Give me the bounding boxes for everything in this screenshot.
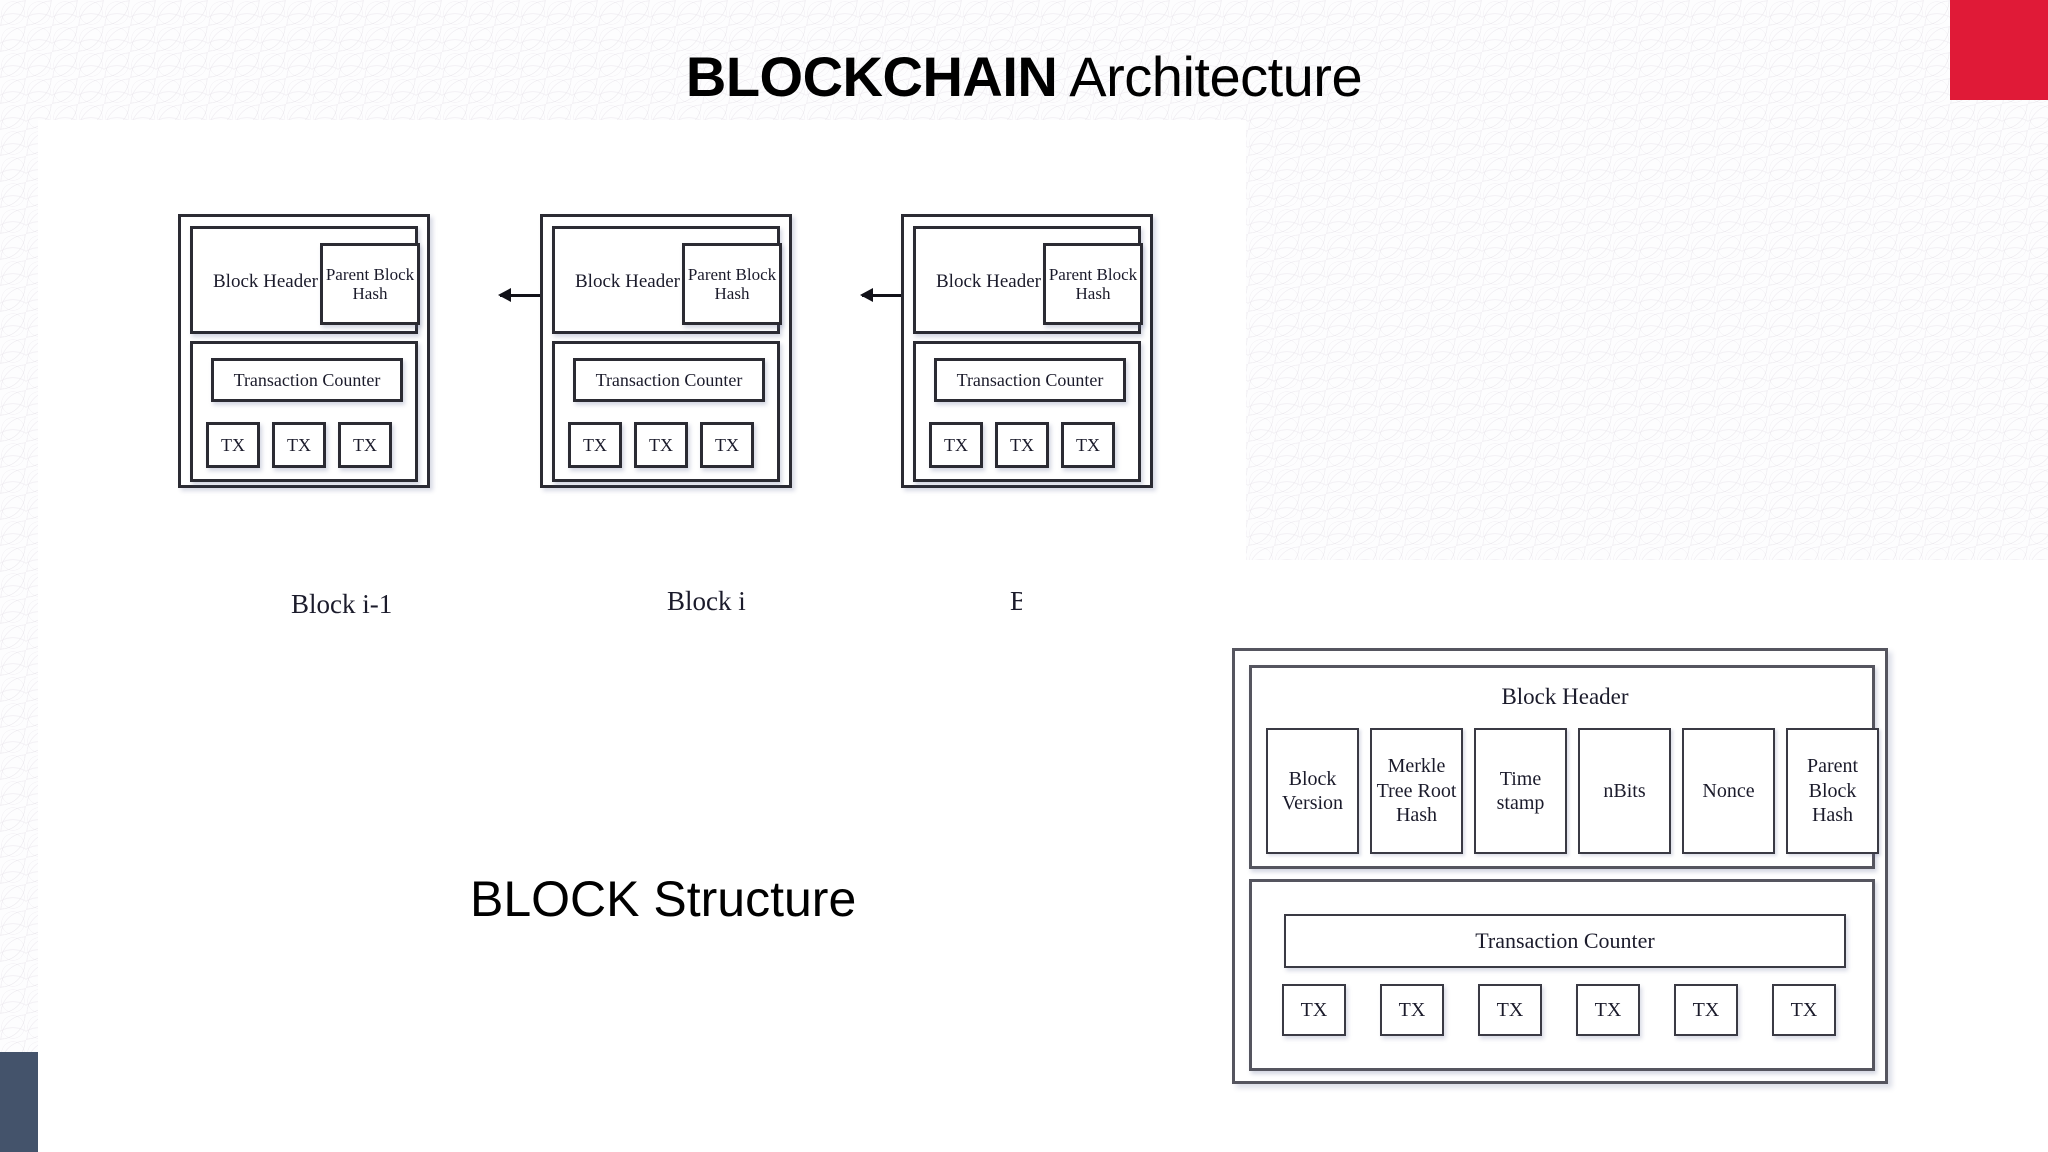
chain-block-1-header: Block Header Parent Block Hash — [552, 226, 782, 334]
chain-block-0-tx-1: TX — [272, 422, 326, 468]
page-title-strong: BLOCKCHAIN — [685, 45, 1058, 108]
chain-block-0-tx-counter: Transaction Counter — [211, 358, 403, 402]
page-title: BLOCKCHAIN Architecture — [0, 45, 2048, 108]
detail-tx-5: TX — [1772, 984, 1836, 1036]
chain-block-2-body: Transaction Counter TX TX TX — [913, 341, 1141, 482]
chain-block-0-body: Transaction Counter TX TX TX — [190, 341, 418, 482]
chain-block-1-tx-0: TX — [568, 422, 622, 468]
block-header-section-title: Block Header — [1501, 684, 1629, 709]
detail-tx-0: TX — [1282, 984, 1346, 1036]
chain-block-1-body: Transaction Counter TX TX TX — [552, 341, 780, 482]
chain-block-1-caption: Block i — [667, 586, 746, 616]
chain-block-2-tx-1: TX — [995, 422, 1049, 468]
chain-block-0-tx-0: TX — [206, 422, 260, 468]
chain-block-1-parent-hash: Parent Block Hash — [682, 243, 782, 325]
chain-block-1-tx-2: TX — [700, 422, 754, 468]
header-field-block-version: Block Version — [1266, 728, 1359, 854]
chain-block-0-caption: Block i-1 — [291, 589, 393, 619]
arrow-left-icon-0 — [498, 288, 543, 302]
block-structure-caption: BLOCK Structure — [470, 871, 857, 927]
chain-block-0-header: Block Header Parent Block Hash — [190, 226, 420, 334]
chain-block-2-header: Block Header Parent Block Hash — [913, 226, 1143, 334]
block-header-section: Block Header Block Version Merkle Tree R… — [1249, 665, 1879, 869]
block-body-section: Transaction Counter TX TX TX TX TX TX — [1249, 879, 1875, 1071]
chain-block-1-header-label: Block Header — [575, 271, 680, 292]
detail-tx-4: TX — [1674, 984, 1738, 1036]
chain-block-1-tx-1: TX — [634, 422, 688, 468]
chain-block-2-parent-hash: Parent Block Hash — [1043, 243, 1143, 325]
chain-block-0-header-label: Block Header — [213, 271, 318, 292]
chain-block-2-tx-2: TX — [1061, 422, 1115, 468]
chain-block-0: Block Header Parent Block Hash Transacti… — [178, 214, 430, 488]
detail-tx-1: TX — [1380, 984, 1444, 1036]
header-field-nonce: Nonce — [1682, 728, 1775, 854]
chain-block-2-tx-counter: Transaction Counter — [934, 358, 1126, 402]
page-title-light: Architecture — [1057, 45, 1363, 108]
chain-block-0-parent-hash: Parent Block Hash — [320, 243, 420, 325]
detail-tx-2: TX — [1478, 984, 1542, 1036]
header-field-nbits: nBits — [1578, 728, 1671, 854]
chain-block-1: Block Header Parent Block Hash Transacti… — [540, 214, 792, 488]
accent-red-rectangle — [1950, 0, 2048, 100]
chain-block-2-tx-0: TX — [929, 422, 983, 468]
chain-block-1-tx-counter: Transaction Counter — [573, 358, 765, 402]
block-structure-panel: Block Header Block Version Merkle Tree R… — [1232, 648, 1888, 1084]
header-field-parent-block-hash: Parent Block Hash — [1786, 728, 1879, 854]
chain-block-2-header-label: Block Header — [936, 271, 1041, 292]
header-field-time-stamp: Time stamp — [1474, 728, 1567, 854]
chain-block-2: Block Header Parent Block Hash Transacti… — [901, 214, 1153, 488]
chain-block-0-tx-2: TX — [338, 422, 392, 468]
header-field-merkle-tree-root-hash: Merkle Tree Root Hash — [1370, 728, 1463, 854]
detail-tx-3: TX — [1576, 984, 1640, 1036]
arrow-left-icon-1 — [860, 288, 905, 302]
detail-tx-counter: Transaction Counter — [1284, 914, 1846, 968]
